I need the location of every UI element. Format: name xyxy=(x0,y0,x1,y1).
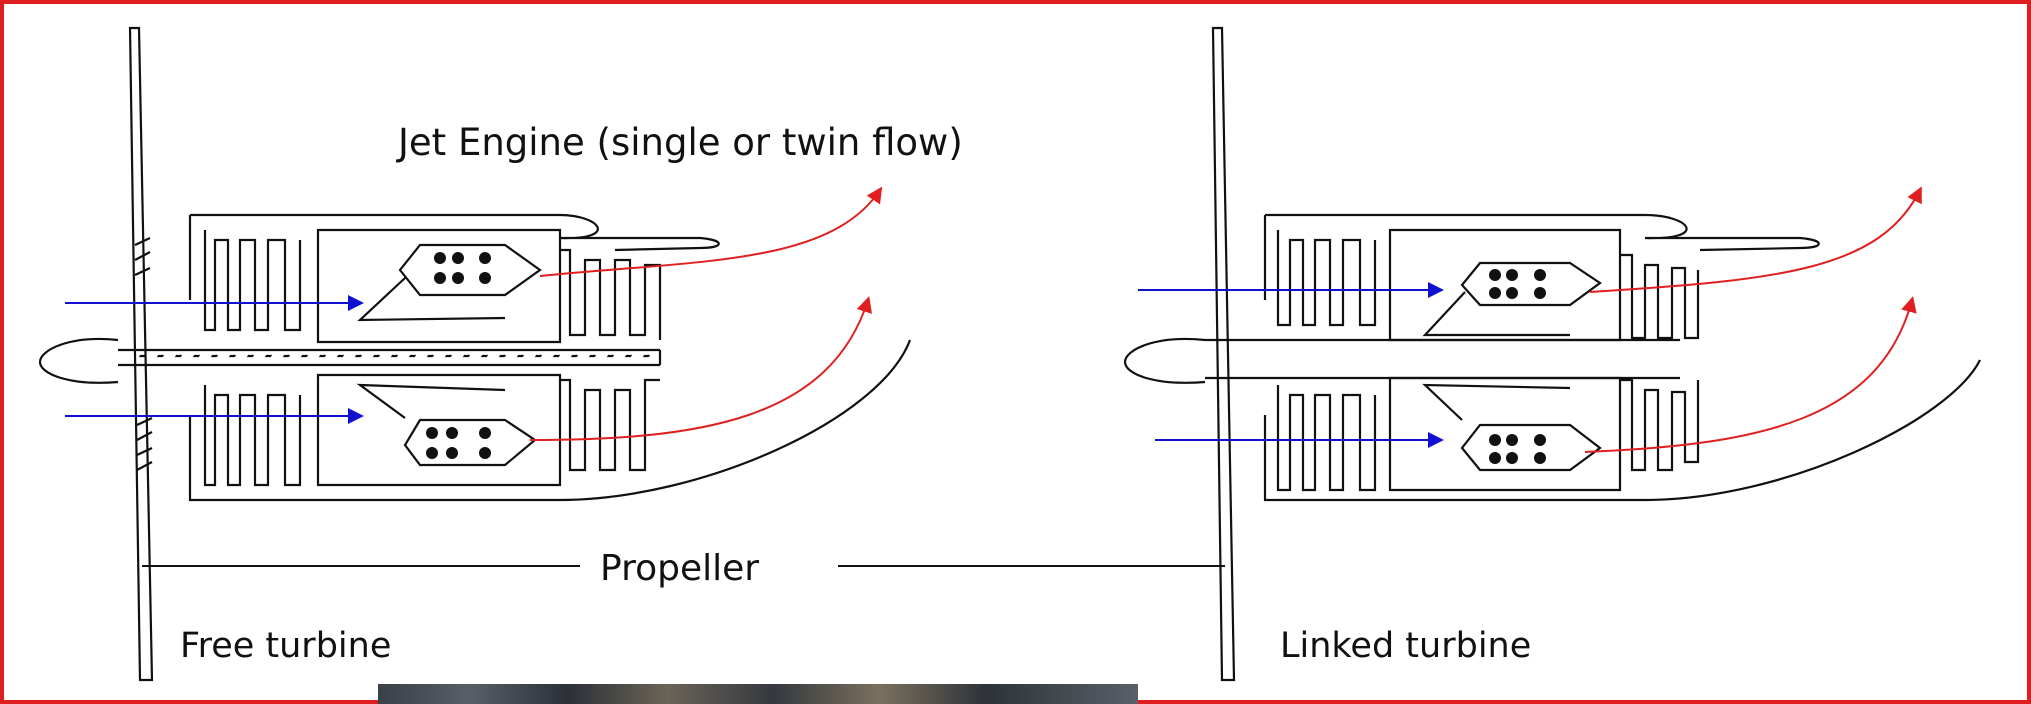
turbine-upper-right xyxy=(1620,253,1700,340)
compressor-upper-right xyxy=(1276,230,1377,327)
jet-engine-label: Jet Engine (single or twin flow) xyxy=(398,121,963,164)
inlet-arrows-right xyxy=(1138,282,1444,448)
inlet-arrows-left xyxy=(65,295,364,424)
shaft-right xyxy=(1205,338,1680,380)
combustor-lower-right xyxy=(1388,376,1622,492)
combustor-upper-right xyxy=(1388,228,1622,342)
compressor-lower-right xyxy=(1276,385,1377,492)
turbine-upper-left xyxy=(560,248,662,340)
compressor-upper-left xyxy=(203,230,302,332)
free-turbine-label: Free turbine xyxy=(180,626,392,666)
nacelle-lower-left xyxy=(188,339,912,502)
nacelle-upper-right xyxy=(1263,213,1820,300)
turbine-lower-right xyxy=(1620,378,1700,472)
propeller-blade-right xyxy=(1211,26,1236,682)
nacelle-upper-left xyxy=(188,213,720,300)
linked-turbine-engine xyxy=(1123,26,1981,682)
linked-turbine-label: Linked turbine xyxy=(1280,626,1532,666)
propeller-label: Propeller xyxy=(600,548,760,589)
photo-strip xyxy=(378,684,1138,704)
fuel-dots-left xyxy=(426,252,491,459)
nacelle-lower-right xyxy=(1263,359,1981,502)
free-turbine-engine xyxy=(38,26,912,682)
shaft-left xyxy=(118,348,662,367)
fuel-dots-right xyxy=(1489,269,1546,464)
propeller-blade-left xyxy=(128,26,154,682)
compressor-lower-left xyxy=(203,385,302,487)
exhaust-arrows-left xyxy=(529,186,883,441)
exhaust-arrows-right xyxy=(1584,186,1922,453)
turbine-lower-left xyxy=(560,378,660,472)
combustor-lower-left xyxy=(316,373,562,487)
combustor-upper-left xyxy=(316,228,562,344)
spinner-left xyxy=(38,337,119,384)
spinner-right xyxy=(1123,337,1206,384)
